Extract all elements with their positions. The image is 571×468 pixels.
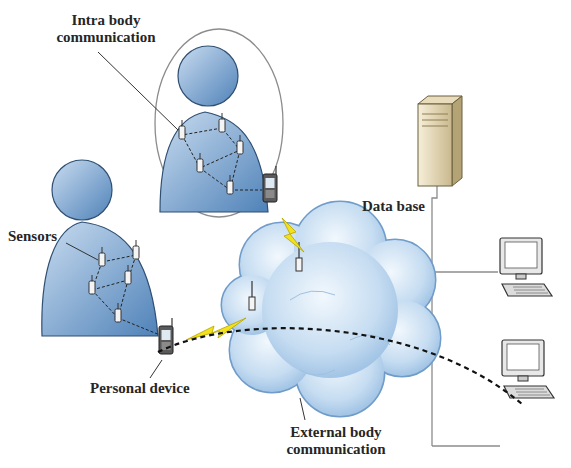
network-cloud (222, 202, 440, 416)
text-label: Data base (362, 198, 425, 215)
text-label: Intra body communication (42, 12, 170, 46)
wireless-link (186, 218, 304, 340)
person (155, 29, 283, 217)
communication-path (158, 328, 522, 404)
leader-line (66, 52, 305, 420)
computer (500, 238, 552, 296)
text-label: Personal device (90, 380, 190, 397)
database-server (418, 96, 462, 186)
computer (502, 340, 554, 398)
person (42, 160, 173, 354)
text-label: Sensors (8, 228, 57, 245)
network-wires (432, 186, 500, 446)
text-label: External body communication (256, 424, 416, 458)
antenna (249, 281, 255, 310)
